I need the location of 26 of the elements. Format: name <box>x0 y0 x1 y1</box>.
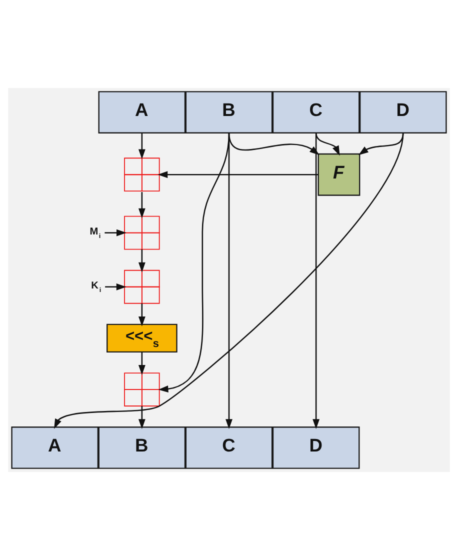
arrow <box>158 170 318 178</box>
arrow <box>138 351 146 374</box>
arrow <box>138 248 146 272</box>
arrow <box>228 132 320 155</box>
node-box: C <box>272 90 360 133</box>
node-box: C <box>185 426 273 468</box>
node-box: D <box>359 90 447 133</box>
arrow <box>138 192 146 218</box>
node-text: M$_{i}$ <box>90 226 101 240</box>
arrow <box>226 132 232 429</box>
node-box: A <box>11 426 99 468</box>
arrow <box>138 302 146 326</box>
arrow <box>315 132 340 156</box>
node-box: F <box>318 152 360 196</box>
arrow <box>312 132 320 429</box>
node-box: B <box>185 90 273 133</box>
arrow <box>104 228 126 236</box>
arrow <box>138 406 146 429</box>
node-box: <<<$_{s}$ <box>106 323 178 352</box>
node-box: B <box>98 426 186 468</box>
node-box: D <box>272 426 360 468</box>
node-text: K$_{i}$ <box>91 280 102 294</box>
node-box: A <box>98 90 186 133</box>
arrow <box>138 132 146 159</box>
arrow <box>105 282 126 290</box>
arrow <box>54 132 404 428</box>
